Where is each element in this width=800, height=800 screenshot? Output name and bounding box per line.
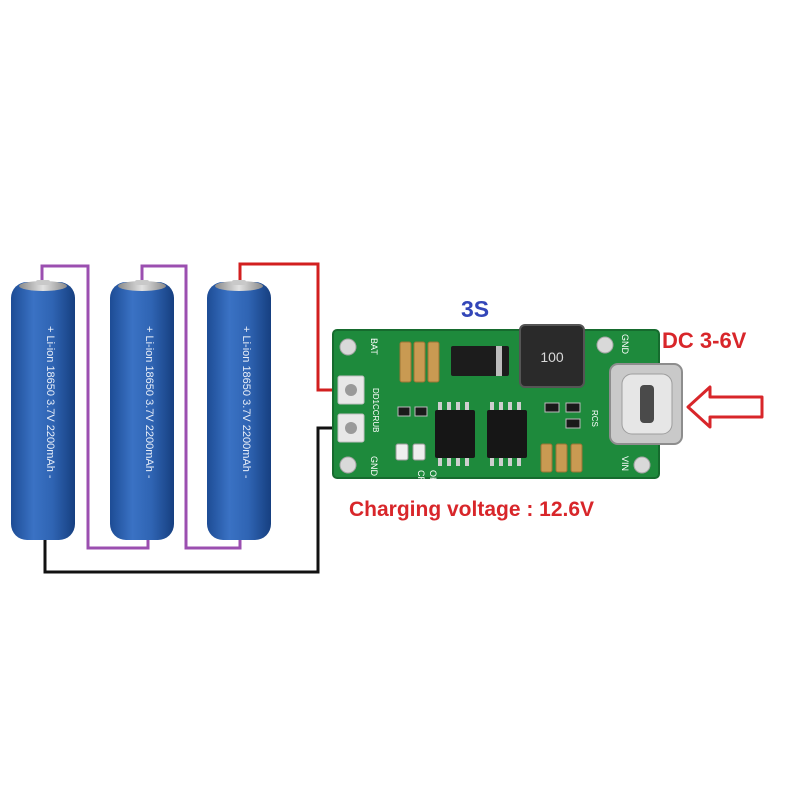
capacitor (399, 341, 412, 383)
ground-wire (43, 426, 348, 574)
led (412, 443, 426, 461)
positive-wire (238, 262, 348, 392)
silk-bat: BAT (369, 338, 379, 355)
inductor-marking: 100 (540, 349, 564, 365)
config-label: 3S (461, 296, 490, 322)
smd-resistor (544, 402, 560, 413)
smd-resistor (565, 402, 581, 413)
inductor: 100 (519, 324, 585, 388)
bat-positive-pad (337, 375, 365, 405)
capacitor (427, 341, 440, 383)
smd-resistor (414, 406, 428, 417)
ic-chip-1 (435, 402, 475, 466)
series-wire-1 (40, 264, 150, 550)
battery-3: + Li-ion 18650 3.7V 2200mAh - (207, 280, 271, 540)
silk-gnd-left: GND (369, 456, 379, 477)
charger-board: BAT GND DD1CCRUB OK CR RCS GND VIN 100 (332, 324, 683, 483)
mount-hole (633, 456, 651, 474)
input-arrow-icon (686, 385, 764, 429)
capacitor (540, 443, 553, 473)
bat-negative-pad (337, 413, 365, 443)
ic-chip-2 (487, 402, 527, 466)
usb-c-port (609, 363, 683, 445)
smd-resistor (565, 418, 581, 429)
capacitor (413, 341, 426, 383)
capacitor (570, 443, 583, 473)
silk-ok: OK (428, 470, 438, 483)
series-wire-2 (140, 264, 242, 550)
mount-hole (339, 338, 357, 356)
silk-model: DD1CCRUB (371, 388, 380, 432)
mount-hole (596, 336, 614, 354)
silk-vin: VIN (620, 456, 630, 471)
battery-2: + Li-ion 18650 3.7V 2200mAh - (110, 280, 174, 540)
diode (451, 346, 509, 376)
charging-voltage-label: Charging voltage : 12.6V (349, 498, 595, 521)
silk-rcs: RCS (590, 410, 599, 427)
battery-3-label: + Li-ion 18650 3.7V 2200mAh - (240, 326, 252, 479)
led (395, 443, 409, 461)
silk-gnd-top: GND (620, 334, 630, 355)
battery-1: + Li-ion 18650 3.7V 2200mAh - (11, 280, 75, 540)
smd-resistor (397, 406, 411, 417)
battery-1-label: + Li-ion 18650 3.7V 2200mAh - (44, 326, 56, 479)
capacitor (555, 443, 568, 473)
battery-2-label: + Li-ion 18650 3.7V 2200mAh - (143, 326, 155, 479)
mount-hole (339, 456, 357, 474)
silk-cr: CR (416, 470, 426, 483)
input-voltage-label: DC 3-6V (662, 328, 747, 353)
